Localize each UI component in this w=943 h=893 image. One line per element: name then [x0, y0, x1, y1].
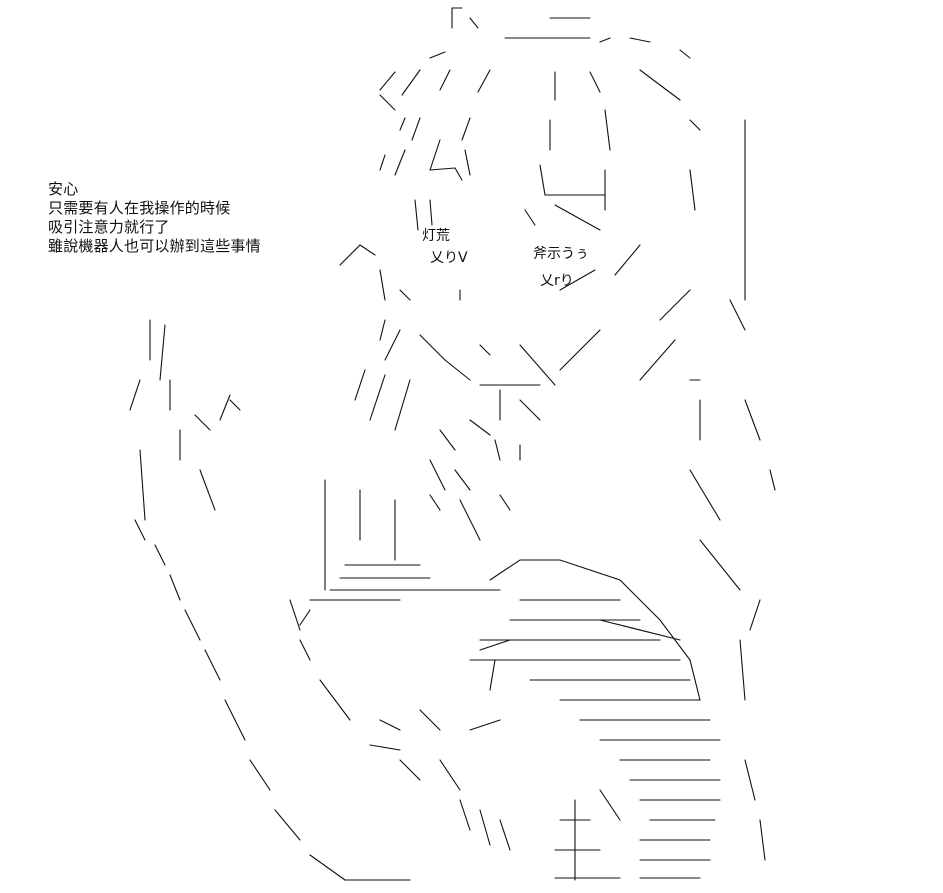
caption-line-2: 只需要有人在我操作的時候 — [48, 199, 231, 217]
art-label-right: 斧示うぅ — [533, 246, 589, 262]
caption-block: 安心 只需要有人在我操作的時候 吸引注意力就行了 雖說機器人也可以辦到這些事情 — [48, 180, 348, 256]
caption-line-1: 安心 — [48, 180, 79, 198]
character-outline — [129, 7, 776, 881]
art-label-mouth: 乂rり — [540, 273, 574, 289]
caption-line-3: 吸引注意力就行了 — [48, 218, 170, 236]
art-label-cheek: 乂りV — [430, 250, 468, 266]
caption-line-4: 雖說機器人也可以辦到這些事情 — [48, 237, 261, 255]
art-labels: 灯荒 斧示うぅ 乂rり 乂りV — [422, 228, 589, 289]
art-label-left: 灯荒 — [422, 228, 450, 244]
